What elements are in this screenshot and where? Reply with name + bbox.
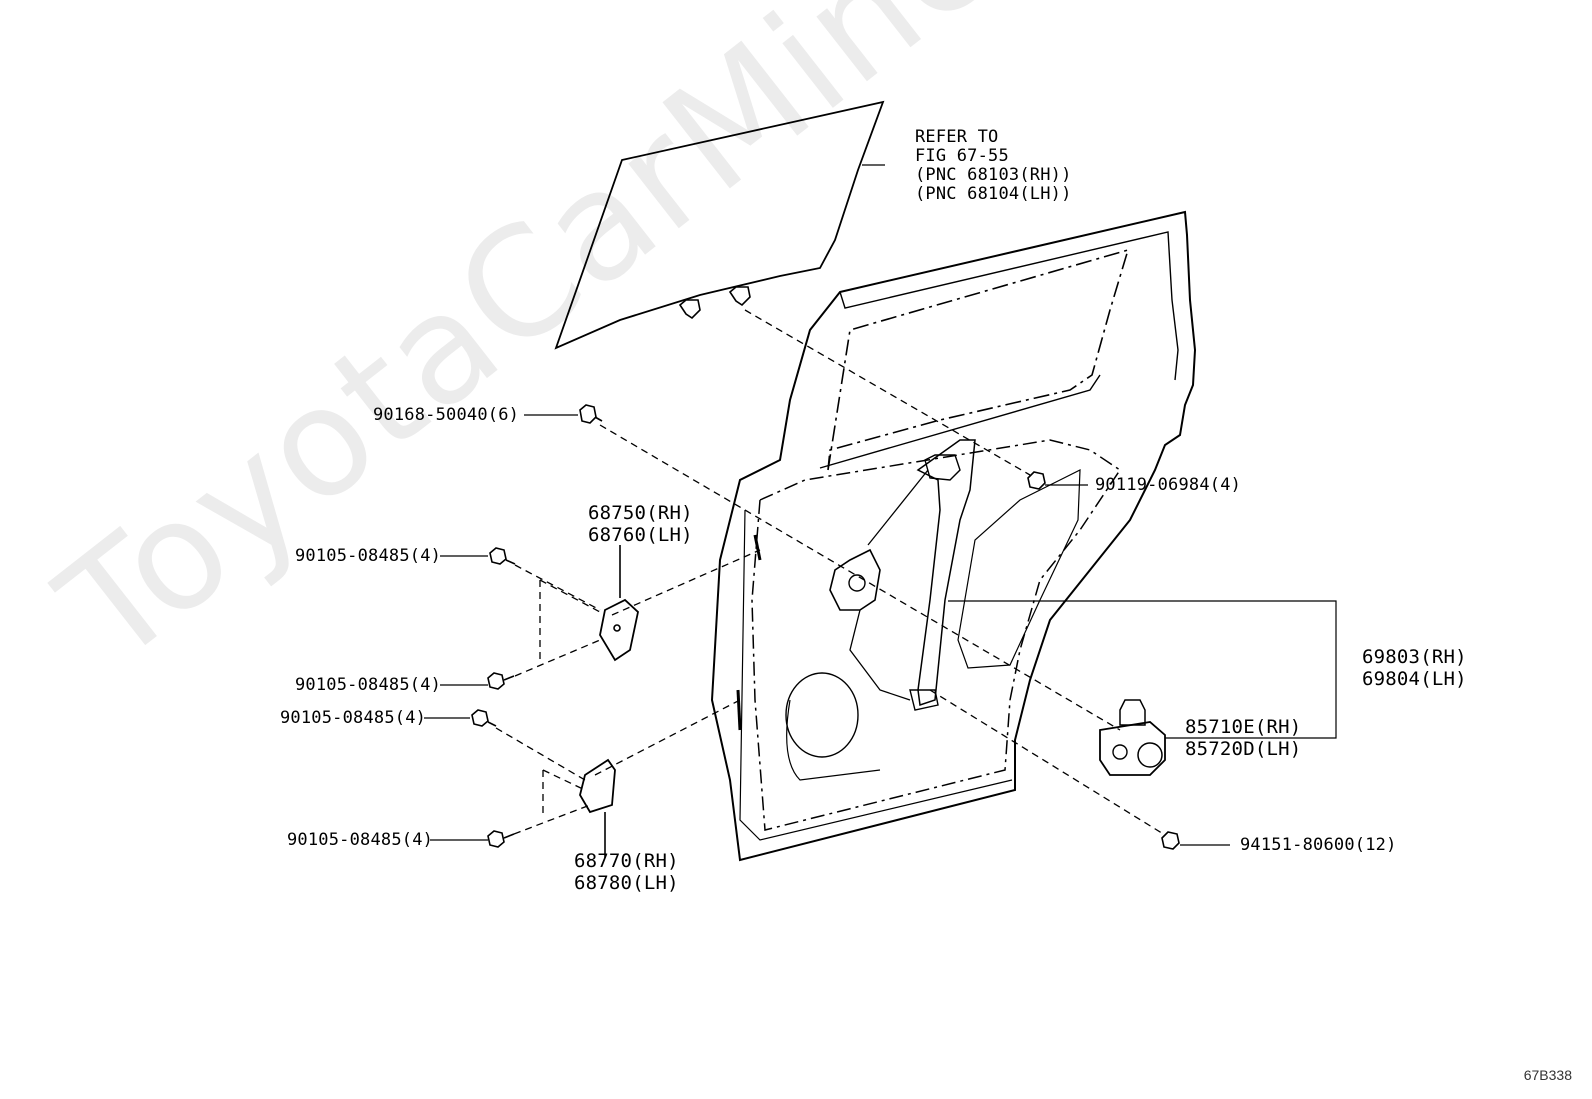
figure-code: 67B338 (1523, 1067, 1572, 1083)
door-glass (556, 102, 883, 348)
label-bolt-90105-b: 90105-08485(4) (295, 675, 442, 695)
bolt-90168 (580, 405, 602, 423)
label-hinge-upper-rh: 68750(RH) (588, 502, 693, 524)
label-bolt-90168: 90168-50040(6) (373, 405, 520, 425)
nut-94151 (1162, 832, 1179, 849)
label-bolt-90105-c: 90105-08485(4) (280, 708, 427, 728)
label-hinge-lower-lh: 68780(LH) (574, 872, 679, 894)
label-motor-lh: 85720D(LH) (1185, 738, 1302, 760)
regulator-motor (1100, 700, 1165, 775)
refer-note-line-2: FIG 67-55 (915, 146, 1009, 166)
refer-note-line-1: REFER TO (915, 127, 999, 147)
assembly-lines (496, 310, 1165, 835)
upper-hinge (600, 545, 638, 660)
leader-lines (424, 165, 1336, 845)
bolt-90119 (1028, 472, 1045, 489)
bolt-90105-b (488, 673, 514, 689)
bolt-90105-a (490, 548, 515, 564)
label-motor-rh: 85710E(RH) (1185, 716, 1302, 738)
label-bolt-90105-d: 90105-08485(4) (287, 830, 434, 850)
label-hinge-lower-rh: 68770(RH) (574, 850, 679, 872)
label-regulator-lh: 69804(LH) (1362, 668, 1467, 690)
label-nut-94151: 94151-80600(12) (1240, 835, 1397, 855)
bolt-90105-c (472, 710, 496, 726)
window-regulator (830, 440, 975, 710)
label-bolt-90119: 90119-06984(4) (1095, 475, 1242, 495)
bolt-90105-d (488, 831, 514, 847)
label-bolt-90105-a: 90105-08485(4) (295, 546, 442, 566)
refer-note-line-3: (PNC 68103(RH)) (915, 165, 1072, 185)
label-hinge-upper-lh: 68760(LH) (588, 524, 693, 546)
lower-hinge (580, 760, 615, 858)
refer-note-line-4: (PNC 68104(LH)) (915, 184, 1072, 204)
door-panel (712, 212, 1195, 860)
label-regulator-rh: 69803(RH) (1362, 646, 1467, 668)
